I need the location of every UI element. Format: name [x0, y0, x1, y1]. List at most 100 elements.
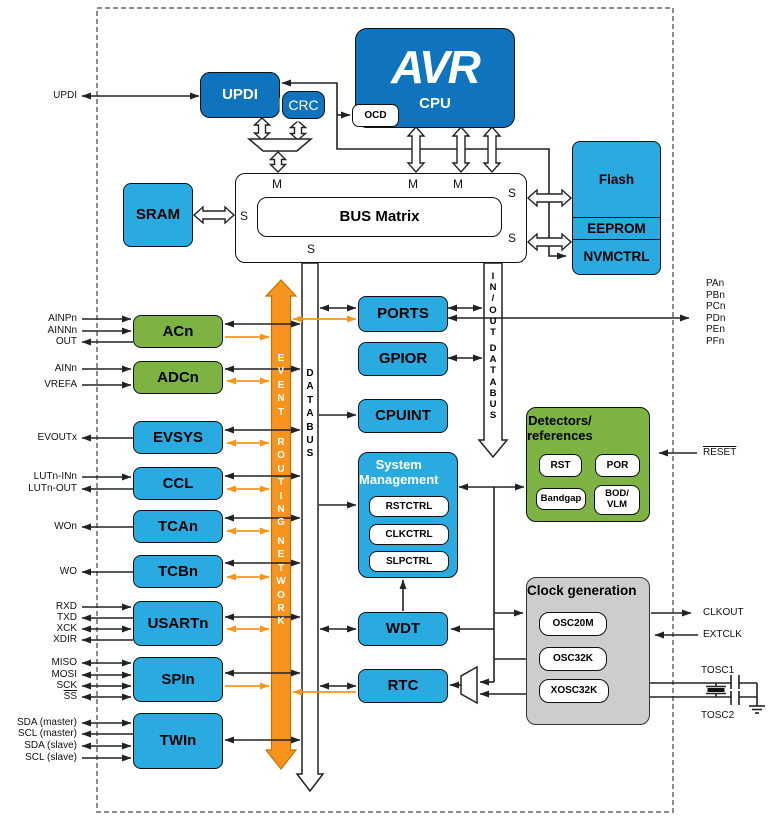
avr-logo: AVR: [391, 40, 481, 93]
block-por: POR: [595, 454, 640, 477]
crystal-body: [707, 688, 725, 692]
usartn-label: USARTn: [147, 614, 209, 632]
pin-out: OUT: [55, 336, 77, 347]
block-bandgap: Bandgap: [536, 488, 586, 510]
bus-port-s-right2: S: [507, 231, 517, 245]
pin-sda-slave: SDA (slave): [24, 740, 77, 751]
block-sram: SRAM: [123, 183, 193, 247]
detectors-title: Detectors/ references: [527, 413, 593, 443]
ccl-label: CCL: [162, 474, 194, 492]
block-rst: RST: [539, 454, 582, 477]
databus-arrow: [295, 262, 325, 793]
block-memory: Flash EEPROM NVMCTRL: [572, 141, 661, 275]
pin-lutn-out: LUTn-OUT: [28, 483, 77, 494]
pin-evoutx: EVOUTx: [37, 432, 77, 443]
pin-sck: SCK: [56, 680, 77, 691]
block-tcbn: TCBn: [133, 555, 223, 588]
block-spin: SPIn: [133, 657, 223, 702]
pin-pbn: PBn: [706, 289, 725, 301]
pin-scl-master: SCL (master): [17, 728, 77, 739]
sram-label: SRAM: [135, 206, 181, 224]
block-adcn: ADCn: [133, 361, 223, 394]
block-twin: TWIn: [133, 713, 223, 769]
block-rtc: RTC: [358, 669, 448, 703]
bus-port-s-right1: S: [507, 186, 517, 200]
pin-xck: XCK: [56, 623, 77, 634]
tcan-label: TCAn: [158, 517, 198, 535]
twin-label: TWIn: [159, 732, 197, 750]
pin-clkout: CLKOUT: [703, 607, 744, 618]
bus-port-s-left: S: [239, 209, 249, 223]
pin-updi: UPDI: [53, 90, 77, 101]
pin-ss: SS: [63, 691, 77, 702]
pin-wo: WO: [59, 566, 77, 577]
slpctrl-label: SLPCTRL: [385, 555, 433, 567]
bus-port-m3: M: [453, 177, 463, 191]
osc32k-label: OSC32K: [552, 653, 593, 665]
updi-label: UPDI: [222, 86, 258, 104]
pin-lutn-inn: LUTn-INn: [33, 471, 77, 482]
osc20m-label: OSC20M: [552, 618, 594, 630]
port-pin-list: PAn PBn PCn PDn PEn PFn: [706, 278, 725, 347]
clock-generation-title: Clock generation: [527, 583, 637, 598]
flash-section: Flash: [573, 142, 660, 217]
block-usartn: USARTn: [133, 601, 223, 646]
block-xosc32k: XOSC32K: [539, 679, 609, 703]
block-osc32k: OSC32K: [539, 647, 607, 671]
nvmctrl-section: NVMCTRL: [573, 239, 660, 274]
inout-databus-arrow: [477, 262, 509, 459]
pin-won: WOn: [54, 521, 77, 532]
system-management-title: System Management: [359, 457, 439, 487]
pin-extclk: EXTCLK: [703, 629, 742, 640]
block-rstctrl: RSTCTRL: [369, 496, 449, 517]
ocd-label: OCD: [364, 109, 387, 121]
block-crc: CRC: [282, 91, 325, 119]
gpior-label: GPIOR: [378, 350, 428, 368]
block-tcan: TCAn: [133, 510, 223, 543]
adcn-label: ADCn: [157, 368, 199, 386]
ports-label: PORTS: [377, 305, 429, 323]
rst-label: RST: [550, 459, 571, 471]
nvmctrl-label: NVMCTRL: [583, 249, 650, 265]
block-clkctrl: CLKCTRL: [369, 524, 449, 545]
evsys-label: EVSYS: [152, 428, 204, 446]
block-wdt: WDT: [358, 612, 448, 646]
eeprom-section: EEPROM: [573, 216, 660, 239]
block-system-management: System Management RSTCTRL CLKCTRL SLPCTR…: [358, 452, 458, 578]
block-detectors: Detectors/ references RST POR Bandgap BO…: [526, 407, 650, 522]
pin-pan: PAn: [706, 278, 725, 289]
bus-port-s-bottom: S: [306, 242, 316, 256]
bus-port-m2: M: [408, 177, 418, 191]
tcbn-label: TCBn: [158, 562, 198, 580]
bus-matrix-label: BUS Matrix: [339, 208, 420, 226]
pin-rxd: RXD: [55, 601, 77, 612]
block-evsys: EVSYS: [133, 421, 223, 454]
pin-reset: RESET: [703, 447, 737, 458]
block-osc20m: OSC20M: [539, 612, 607, 636]
pin-tosc2: TOSC2: [701, 710, 735, 721]
bus-matrix: BUS Matrix: [257, 197, 502, 237]
acn-label: ACn: [162, 322, 194, 340]
block-clock-generation: Clock generation OSC20M OSC32K XOSC32K: [526, 577, 650, 725]
block-updi: UPDI: [200, 72, 280, 118]
eeprom-label: EEPROM: [587, 220, 646, 236]
pin-ainnn: AINNn: [47, 325, 77, 336]
rtc-clock-mux: [460, 665, 478, 705]
cpuint-label: CPUINT: [375, 407, 431, 425]
updi-mux-trapezoid: [246, 138, 314, 152]
pin-vrefa: VREFA: [44, 379, 77, 390]
pin-pen: PEn: [706, 324, 725, 335]
rstctrl-label: RSTCTRL: [385, 500, 433, 512]
bus-port-m1: M: [272, 177, 282, 191]
block-cpuint: CPUINT: [358, 399, 448, 433]
pin-scl-slave: SCL (slave): [25, 752, 77, 763]
event-wires: [225, 315, 357, 696]
bus-arrows: [192, 117, 573, 252]
